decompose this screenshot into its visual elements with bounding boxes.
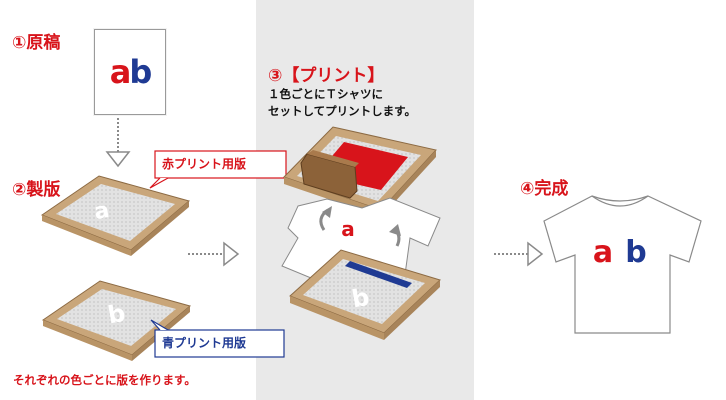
red-callout-border bbox=[154, 150, 287, 179]
right-arrow-icon bbox=[188, 241, 240, 267]
platemaking-note: それぞれの色ごとに版を作ります。 bbox=[13, 373, 196, 387]
print-frame-letter-b: b bbox=[350, 283, 372, 314]
manuscript-artwork: ab bbox=[94, 29, 166, 115]
finished-letter-a: a bbox=[593, 235, 613, 270]
platemaking-title: ②製版 bbox=[12, 180, 61, 200]
plate-letter-b: b bbox=[106, 299, 128, 330]
print-description-line1: １色ごとにＴシャツに bbox=[268, 87, 383, 101]
blue-print-frame: b bbox=[289, 249, 441, 340]
tshirt-print-letter-a: a bbox=[341, 217, 355, 241]
blue-plate-frame: b bbox=[41, 280, 192, 361]
tshirt-icon: a b bbox=[543, 195, 702, 334]
right-arrow-icon bbox=[494, 241, 544, 267]
print-description-line2: セットしてプリントします。 bbox=[268, 104, 417, 118]
blue-plate-callout: 青プリント用版 bbox=[162, 336, 247, 350]
down-arrow-icon bbox=[105, 118, 131, 168]
red-plate-frame: a bbox=[40, 175, 191, 256]
print-title: ③【プリント】 bbox=[268, 66, 385, 86]
manuscript-logo: ab bbox=[109, 53, 152, 91]
complete-title: ④完成 bbox=[520, 179, 569, 199]
red-plate-callout: 赤プリント用版 bbox=[162, 157, 247, 171]
plate-letter-a: a bbox=[92, 198, 111, 225]
blue-callout-border bbox=[154, 329, 285, 358]
finished-letter-b: b bbox=[625, 235, 646, 270]
squeegee-icon bbox=[300, 150, 359, 199]
manuscript-title: ①原稿 bbox=[12, 33, 61, 53]
